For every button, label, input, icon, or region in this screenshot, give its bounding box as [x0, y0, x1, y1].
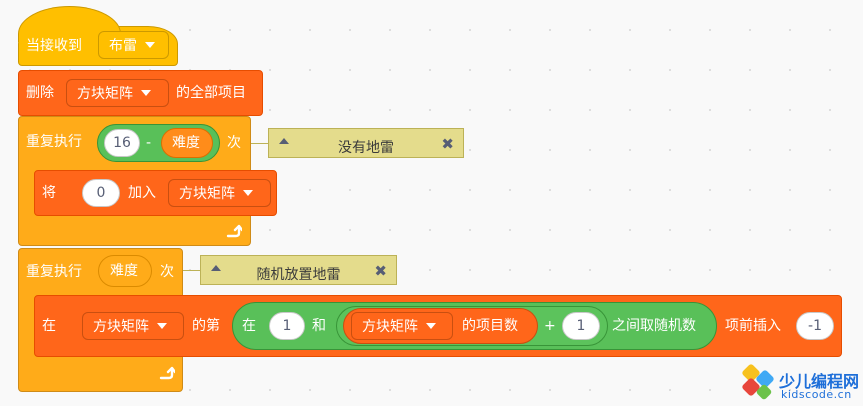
watermark-title: 少儿编程网 — [779, 372, 860, 391]
insert-value-text: -1 — [808, 318, 822, 334]
random-from-value: 1 — [282, 318, 292, 334]
insert-prefix-label: 在 — [42, 318, 56, 334]
insert-of-label: 的第 — [192, 318, 220, 334]
add-prefix-label: 将 — [42, 185, 56, 201]
value-input[interactable]: 0 — [82, 179, 120, 207]
random-and-label: 和 — [312, 318, 326, 334]
list-dropdown-value: 方块矩阵 — [179, 186, 235, 202]
number-input[interactable]: 16 — [104, 129, 140, 157]
loop-arrow-icon — [155, 364, 177, 384]
random-prefix-label: 在 — [242, 318, 256, 334]
times-label: 次 — [160, 264, 174, 280]
list-dropdown-value: 方块矩阵 — [362, 319, 418, 335]
number-input-value: 16 — [113, 135, 131, 151]
minus-label: - — [146, 135, 152, 151]
insert-label: 项前插入 — [725, 318, 781, 334]
chevron-down-icon — [145, 42, 155, 48]
delete-label: 删除 — [26, 85, 54, 101]
list-dropdown-value: 方块矩阵 — [93, 319, 149, 335]
chevron-down-icon — [141, 90, 151, 96]
plus-label: + — [544, 318, 556, 334]
plus-number-input[interactable]: 1 — [562, 312, 600, 340]
close-icon[interactable]: ✖ — [441, 135, 454, 153]
kidscode-logo — [738, 362, 778, 402]
repeat-label: 重复执行 — [26, 134, 82, 150]
difficulty-variable-label: 难度 — [110, 263, 138, 279]
difficulty-variable-label: 难度 — [172, 135, 200, 151]
list-dropdown[interactable]: 方块矩阵 — [82, 312, 184, 340]
list-dropdown-value: 方块矩阵 — [77, 86, 133, 102]
comment-connector — [183, 270, 201, 271]
watermark-site: kidscode.cn — [781, 388, 852, 401]
random-suffix-label: 之间取随机数 — [612, 318, 696, 334]
list-dropdown[interactable]: 方块矩阵 — [168, 179, 271, 207]
collapse-arrow-icon[interactable] — [211, 265, 221, 271]
length-suffix-label: 的项目数 — [462, 318, 518, 334]
when-i-receive-label: 当接收到 — [26, 38, 82, 54]
chevron-down-icon — [243, 190, 253, 196]
comment-note-2[interactable]: 随机放置地雷 ✖ — [200, 255, 397, 285]
value-input-text: 0 — [96, 185, 106, 201]
times-label: 次 — [227, 135, 241, 151]
difficulty-variable[interactable] — [161, 128, 213, 158]
list-dropdown[interactable]: 方块矩阵 — [351, 312, 453, 340]
chevron-down-icon — [426, 323, 436, 329]
insert-value-input[interactable]: -1 — [796, 312, 834, 340]
difficulty-variable[interactable] — [98, 255, 152, 287]
list-dropdown[interactable]: 方块矩阵 — [66, 79, 169, 107]
plus-number-value: 1 — [576, 318, 586, 334]
delete-all-suffix: 的全部项目 — [176, 85, 246, 101]
comment-text: 随机放置地雷 — [256, 267, 341, 283]
message-dropdown[interactable]: 布雷 — [98, 31, 169, 59]
random-from-input[interactable]: 1 — [269, 312, 305, 340]
comment-note-1[interactable]: 没有地雷 ✖ — [268, 128, 464, 158]
repeat-label: 重复执行 — [26, 264, 82, 280]
close-icon[interactable]: ✖ — [374, 262, 387, 280]
comment-text: 没有地雷 — [338, 140, 394, 156]
add-middle-label: 加入 — [128, 185, 156, 201]
comment-connector — [251, 143, 269, 144]
collapse-arrow-icon[interactable] — [279, 138, 289, 144]
chevron-down-icon — [157, 323, 167, 329]
loop-arrow-icon — [222, 222, 244, 242]
message-dropdown-value: 布雷 — [109, 38, 137, 54]
